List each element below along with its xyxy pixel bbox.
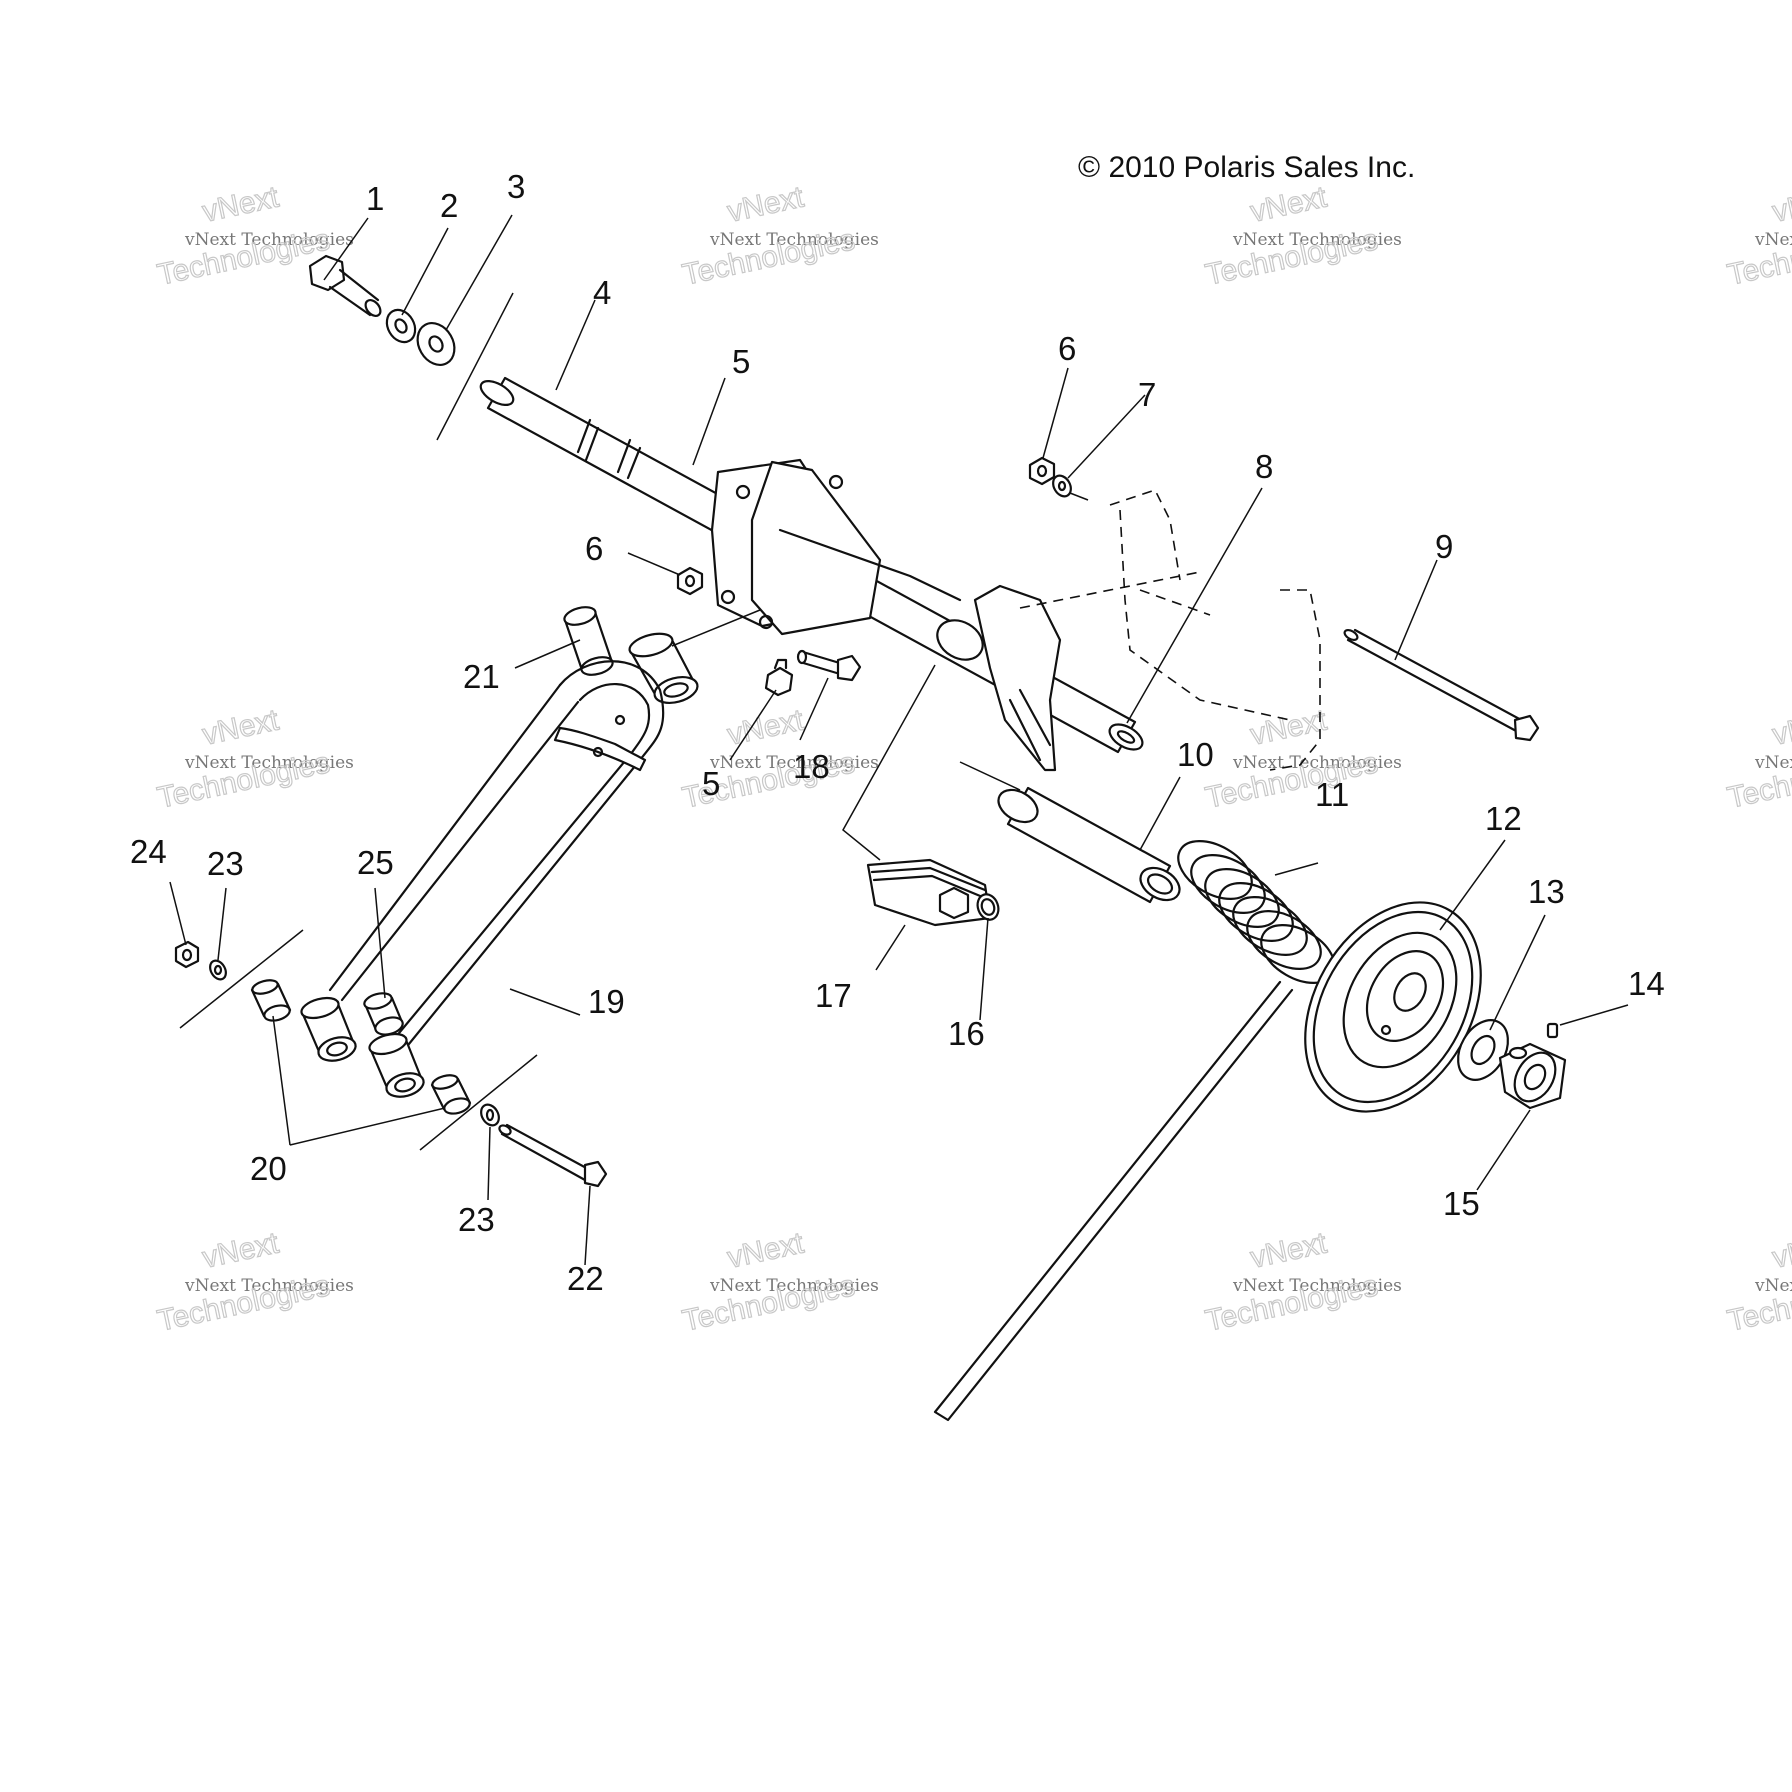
long-bolt-part xyxy=(1343,628,1540,742)
washer-7-part xyxy=(1052,474,1072,498)
watermark-line1: vNext xyxy=(200,180,283,228)
callout-8: 8 xyxy=(1255,448,1273,485)
callout-25: 25 xyxy=(357,844,394,881)
watermark-line1: vNext xyxy=(1248,703,1331,751)
callout-14: 14 xyxy=(1628,965,1665,1002)
pivot-block-part xyxy=(936,584,1062,772)
grease-fitting-part xyxy=(764,658,794,697)
watermark-line1: vNext xyxy=(200,1226,283,1274)
watermark-line1: vNext xyxy=(725,1226,808,1274)
collar-15-part xyxy=(1498,1042,1567,1110)
watermark-line2: vNext Technologies xyxy=(709,753,879,773)
callout-24: 24 xyxy=(130,833,167,870)
callout-3: 3 xyxy=(507,168,525,205)
block-17-part xyxy=(866,858,992,927)
callout-15: 15 xyxy=(1443,1185,1480,1222)
watermark-line1: vNext xyxy=(1770,180,1792,228)
callout-5-upper: 5 xyxy=(732,343,750,380)
bolt-22-part xyxy=(498,1123,608,1188)
bolt-18-part xyxy=(796,649,862,682)
callout-13: 13 xyxy=(1528,873,1565,910)
watermark-line2: vNext Technologies xyxy=(184,1276,354,1296)
watermark-line2: vNext Technologies xyxy=(1754,753,1792,773)
callout-17: 17 xyxy=(815,977,852,1014)
callout-18: 18 xyxy=(793,748,830,785)
watermark-line2: vNext Technologies xyxy=(184,230,354,250)
watermark-line1: vNext xyxy=(1770,703,1792,751)
bushing-lower-right-part xyxy=(368,1032,425,1098)
nut-24-part xyxy=(174,940,200,969)
washer-23-lower-part xyxy=(480,1103,500,1127)
watermark-line1: vNext xyxy=(200,703,283,751)
callout-5-lower: 5 xyxy=(702,765,720,802)
watermark-line1: vNext xyxy=(1248,1226,1331,1274)
callout-20: 20 xyxy=(250,1150,287,1187)
watermark-line2: vNext Technologies xyxy=(709,1276,879,1296)
tube-10-part xyxy=(997,786,1181,904)
callout-labels: 1 2 3 4 5 6 7 8 9 10 11 12 13 14 15 16 1… xyxy=(130,168,1665,1297)
nut-upper-part xyxy=(1028,456,1056,486)
callout-7: 7 xyxy=(1138,376,1156,413)
callout-21: 21 xyxy=(463,658,500,695)
bushing-21-part xyxy=(563,606,614,676)
callout-23-upper: 23 xyxy=(207,845,244,882)
spacer-left-part xyxy=(250,979,292,1022)
callout-16: 16 xyxy=(948,1015,985,1052)
bracket-part xyxy=(710,458,962,636)
washer-large-part xyxy=(416,322,456,366)
callout-19: 19 xyxy=(588,983,625,1020)
ring-16-part xyxy=(976,893,1000,921)
bolt-part xyxy=(308,254,382,317)
callout-6-upper: 6 xyxy=(1058,330,1076,367)
callout-11: 11 xyxy=(1315,776,1349,813)
spring-11-part xyxy=(933,840,1336,1422)
wheel-12-part xyxy=(1304,901,1482,1113)
callout-12: 12 xyxy=(1485,800,1522,837)
callout-22: 22 xyxy=(567,1260,604,1297)
callout-2: 2 xyxy=(440,187,458,224)
bushing-25-part xyxy=(363,992,404,1036)
watermark-line2: vNext Technologies xyxy=(1754,1276,1792,1296)
set-screw-14-part xyxy=(1546,1022,1559,1039)
bushing-upper-arm-part xyxy=(628,632,699,705)
watermark-line1: vNext xyxy=(1770,1226,1792,1274)
parts-artwork xyxy=(174,254,1567,1422)
callout-10: 10 xyxy=(1177,736,1214,773)
callout-9: 9 xyxy=(1435,528,1453,565)
watermark-line1: vNext xyxy=(725,703,808,751)
washer-small-part xyxy=(385,308,417,344)
watermark-line2: vNext Technologies xyxy=(1232,230,1402,250)
watermark-line2: vNext Technologies xyxy=(184,753,354,773)
watermark-line1: vNext xyxy=(1248,180,1331,228)
watermark-line2: vNext Technologies xyxy=(1754,230,1792,250)
nut-lower-part xyxy=(676,566,704,596)
callout-1: 1 xyxy=(366,180,384,217)
callout-23-lower: 23 xyxy=(458,1201,495,1238)
bushing-lower-left-part xyxy=(300,996,357,1062)
watermark-line2: vNext Technologies xyxy=(1232,1276,1402,1296)
callout-6-lower: 6 xyxy=(585,530,603,567)
copyright-text: © 2010 Polaris Sales Inc. xyxy=(1078,151,1415,184)
watermark-line2: vNext Technologies xyxy=(709,230,879,250)
ghost-bracket xyxy=(1019,489,1321,771)
watermark-line1: vNext xyxy=(725,180,808,228)
spacer-right-part xyxy=(430,1074,472,1115)
callout-4: 4 xyxy=(593,274,611,311)
washer-23-upper-part xyxy=(209,959,227,981)
leader-lines xyxy=(169,214,1629,1266)
watermark-line2: vNext Technologies xyxy=(1232,753,1402,773)
